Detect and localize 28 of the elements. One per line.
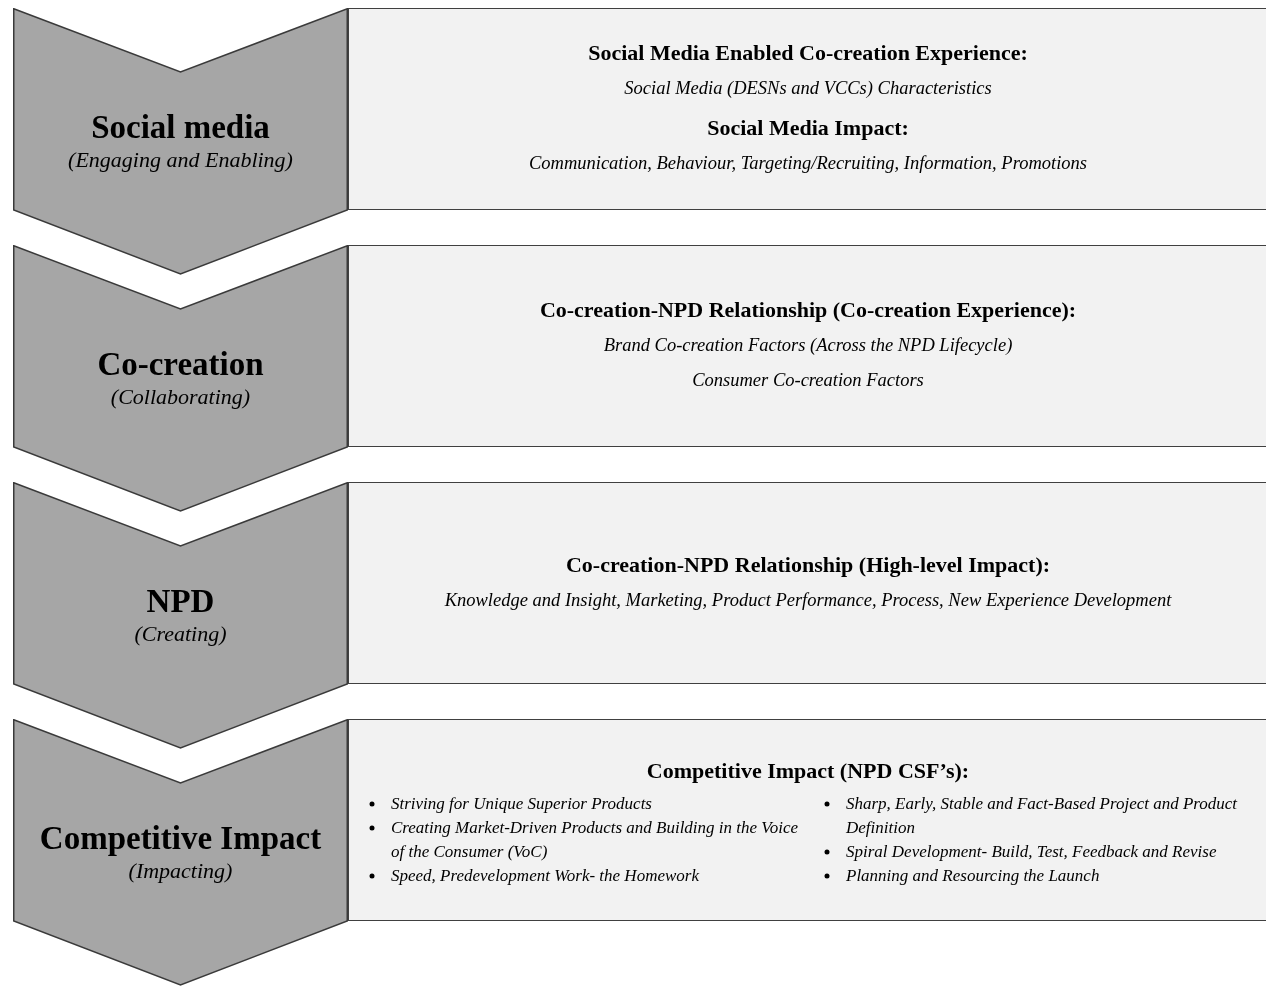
- panel-heading: Competitive Impact (NPD CSF’s):: [646, 758, 970, 784]
- panel-text: Consumer Co-creation Factors: [692, 370, 924, 391]
- bullet-text: Sharp, Early, Stable and Fact-Based Project and Product Definition: [846, 794, 1238, 837]
- bullet-text: Planning and Resourcing the Launch: [846, 866, 1100, 885]
- stage-title: Competitive Impact: [39, 819, 322, 857]
- stage-title: Social media: [91, 108, 270, 146]
- panel-heading: Co-creation-NPD Relationship (Co-creation Experience):: [539, 297, 1077, 323]
- panel-text: Brand Co-creation Factors (Across the NPD Lifecycle): [603, 335, 1013, 356]
- panel-heading: Social Media Impact:: [707, 115, 909, 141]
- bullet-text: Striving for Unique Superior Products: [391, 794, 652, 813]
- content-panel: [348, 245, 1266, 447]
- content-panel: [348, 719, 1266, 921]
- stage-title: Co-creation: [97, 345, 264, 383]
- content-panel: [348, 8, 1266, 210]
- stage-title: NPD: [146, 582, 215, 620]
- panel-text: Knowledge and Insight, Marketing, Product Performance, Process, New Experience Development: [444, 589, 1172, 611]
- stage-subtitle: (Engaging and Enabling): [68, 146, 293, 174]
- panel-heading: Co-creation-NPD Relationship (High-level Impact):: [565, 551, 1051, 578]
- content-panel: [348, 482, 1266, 684]
- stage-subtitle: (Impacting): [128, 857, 233, 885]
- bullet-text: Creating Market-Driven Products and Building in the Voice of the Consumer (VoC): [391, 818, 799, 861]
- stage-subtitle: (Collaborating): [110, 383, 251, 411]
- bullet-text: Speed, Predevelopment Work- the Homework: [391, 866, 699, 885]
- panel-heading: Social Media Enabled Co-creation Experience:: [588, 40, 1028, 66]
- stage-subtitle: (Creating): [134, 620, 227, 648]
- panel-text: Communication, Behaviour, Targeting/Recruiting, Information, Promotions: [528, 153, 1088, 174]
- bullet-text: Spiral Development- Build, Test, Feedback and Revise: [846, 842, 1217, 861]
- panel-text: Social Media (DESNs and VCCs) Characteristics: [624, 78, 992, 99]
